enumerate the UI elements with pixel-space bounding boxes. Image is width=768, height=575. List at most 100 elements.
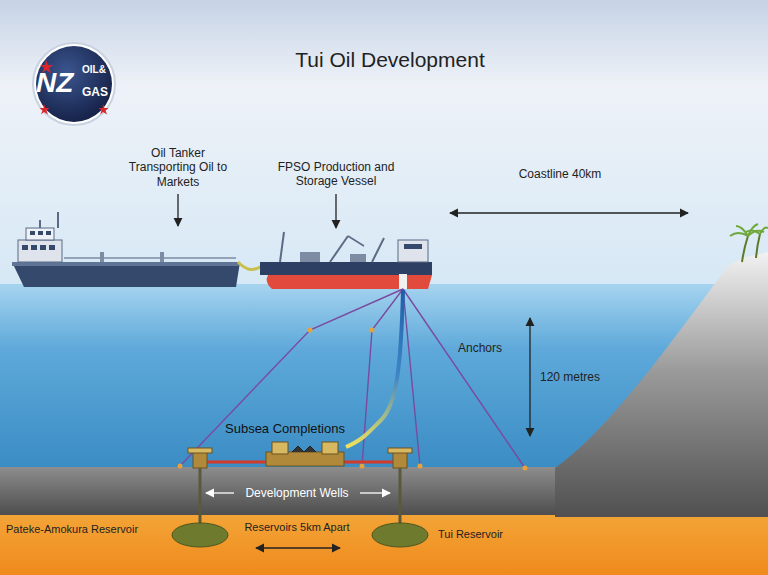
- diagram-title: Tui Oil Development: [220, 48, 560, 72]
- subsea-flowlines-part: [342, 461, 394, 464]
- reservoir-label: Tui Reservoir: [438, 528, 548, 541]
- fpso-vessel-part: [350, 254, 366, 262]
- oil-tanker-part-part: [49, 245, 55, 250]
- reservoir-layer-part: [0, 515, 768, 575]
- oil-tanker-part: [100, 252, 104, 262]
- callout-arrows-part: [335, 194, 336, 228]
- development-wells-part: [199, 468, 202, 528]
- callout-label: FPSO Production and Storage Vessel: [270, 160, 402, 189]
- palm-trees-part: [756, 234, 760, 258]
- reservoir-layer: [0, 515, 768, 575]
- anchor-points-part: [418, 464, 423, 469]
- wells-dimension-part: [360, 492, 390, 493]
- anchor-points-part: [523, 466, 528, 471]
- callout-label: Oil Tanker Transporting Oil to Markets: [128, 146, 228, 189]
- oil-tanker-part-part: [38, 231, 43, 235]
- subsea-manifold-part: [272, 442, 288, 454]
- oil-tanker-part: [18, 240, 62, 262]
- development-wells: [200, 468, 400, 528]
- production-riser-part: [346, 290, 403, 447]
- callout-arrows-part: [177, 194, 178, 226]
- oil-tanker: [12, 212, 240, 287]
- dimension-label: Reservoirs 5km Apart: [222, 521, 372, 534]
- palm-trees-part: [746, 228, 768, 234]
- reservoir-pockets-part: [172, 523, 228, 547]
- oil-tanker-part: [57, 212, 59, 228]
- wells-dimension-part: [206, 492, 234, 493]
- fpso-vessel-part: [348, 236, 364, 246]
- fpso-vessel-part: [300, 252, 320, 262]
- callout-label: Subsea Completions: [225, 421, 355, 437]
- logo-part: [33, 43, 115, 125]
- logo-text: OIL&: [82, 64, 112, 76]
- logo-part: [99, 104, 109, 115]
- subsea-manifold-part: [322, 442, 338, 454]
- oil-tanker-part-part: [40, 245, 46, 250]
- wellheads-part: [388, 448, 412, 453]
- logo: [33, 43, 115, 125]
- oil-tanker-part: [26, 228, 54, 240]
- fpso-vessel: [260, 232, 432, 289]
- palm-trees: [730, 224, 768, 262]
- transfer-hose-part: [238, 262, 262, 269]
- callout-arrows-part: [256, 547, 340, 548]
- coastline-hill-part: [555, 252, 768, 517]
- wellheads-part: [193, 452, 207, 468]
- fpso-vessel-part: [260, 262, 432, 275]
- oil-tanker-part: [160, 252, 164, 262]
- wellheads: [188, 448, 412, 468]
- production-riser: [346, 290, 403, 447]
- anchor-points-part: [360, 464, 365, 469]
- callout-arrows-part: [450, 212, 688, 213]
- oil-tanker-part: [39, 220, 41, 228]
- development-wells-part: [399, 468, 402, 528]
- fpso-vessel-part: [404, 244, 422, 249]
- callout-label: Anchors: [458, 341, 518, 355]
- sky: [0, 0, 768, 286]
- subsea-manifold: [266, 442, 344, 466]
- reservoir-label: Pateke-Amokura Reservoir: [6, 523, 166, 536]
- anchor-lines: [180, 289, 525, 468]
- fpso-vessel-part: [372, 238, 384, 262]
- logo-part: [40, 104, 50, 115]
- palm-trees-part: [742, 236, 748, 262]
- logo-part: [36, 46, 112, 122]
- oil-tanker-part-part: [46, 231, 51, 235]
- sky-part: [0, 0, 768, 286]
- subsea-flowlines-part: [206, 461, 268, 464]
- anchor-points-part: [178, 464, 183, 469]
- wellheads-part: [188, 448, 212, 453]
- wellheads-part: [393, 452, 407, 468]
- anchor-points-part: [370, 328, 375, 333]
- coastline-hill: [555, 252, 768, 517]
- anchor-lines-part: [403, 289, 525, 468]
- fpso-vessel-part: [267, 275, 432, 289]
- subsea-manifold-part: [292, 446, 316, 452]
- oil-tanker-part-part: [31, 245, 37, 250]
- dimension-label: Development Wells: [237, 486, 357, 500]
- anchor-points: [178, 328, 528, 471]
- anchor-lines-part: [403, 289, 420, 466]
- fpso-vessel-part: [330, 236, 348, 262]
- logo-text: NZ: [36, 66, 86, 100]
- transfer-hose: [238, 262, 262, 269]
- anchor-points-part: [308, 328, 313, 333]
- dimension-label: 120 metres: [540, 370, 620, 384]
- oil-tanker-part: [12, 262, 240, 287]
- anchor-lines-part: [180, 289, 403, 466]
- oil-tanker-part-part: [30, 231, 35, 235]
- oil-tanker-part-part: [22, 245, 28, 250]
- oil-tanker-part: [12, 262, 240, 266]
- logo-text: GAS: [82, 85, 112, 99]
- oil-tanker-part: [64, 257, 236, 259]
- dimension-label: Coastline 40km: [505, 167, 615, 181]
- callout-arrows-part: [529, 318, 530, 436]
- fpso-vessel-part: [398, 240, 428, 262]
- reservoir-pockets-part: [372, 523, 428, 547]
- fpso-vessel-part: [399, 274, 407, 289]
- fpso-vessel-part: [280, 232, 284, 262]
- callout-arrows: [178, 194, 688, 548]
